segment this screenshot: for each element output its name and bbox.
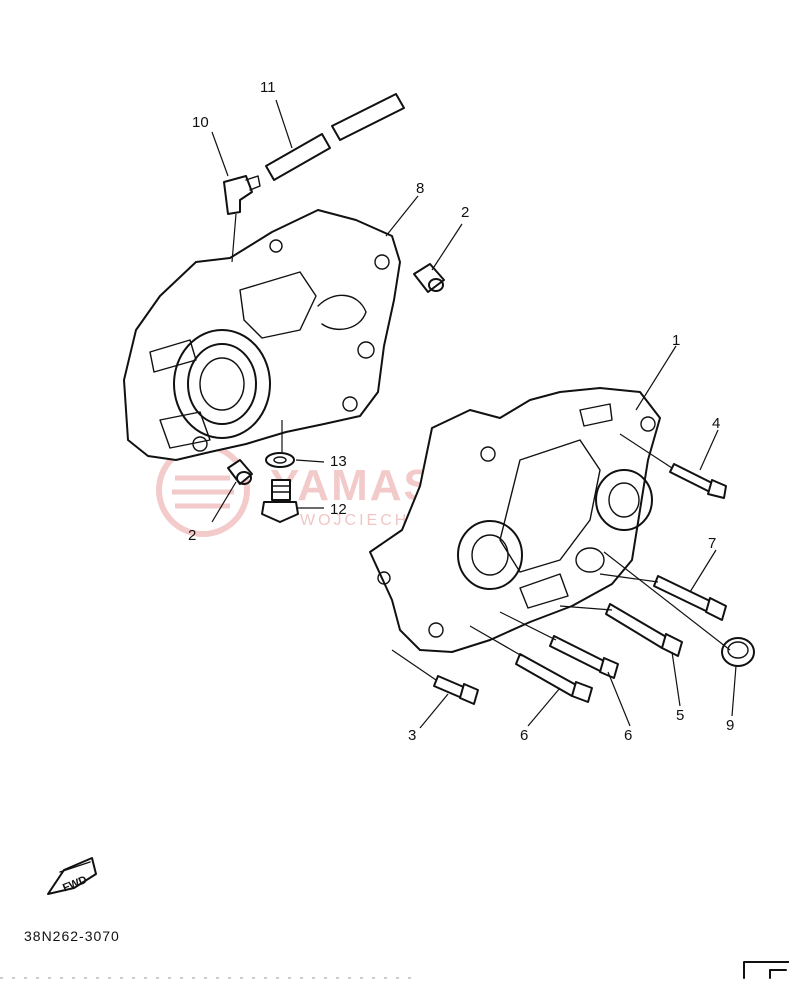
- callout-6-outer: 6: [520, 727, 528, 744]
- leader-lines: [211, 99, 737, 729]
- part-6-bolt-outer: [515, 653, 593, 703]
- callout-13: 13: [330, 453, 347, 470]
- part-6-bolt-inner: [549, 635, 619, 679]
- part-12-drain-bolt: [261, 479, 299, 523]
- part-1-crankcase-right: [369, 387, 661, 653]
- callout-2-lower: 2: [188, 527, 196, 544]
- fwd-arrow-icon: FWD: [47, 857, 97, 895]
- part-4-bolt: [669, 463, 727, 499]
- part-2-dowel-pin-upper: [413, 263, 445, 293]
- part-8-crankcase-left: [123, 209, 401, 461]
- callout-10: 10: [192, 114, 209, 131]
- part-5-bolt: [605, 603, 683, 657]
- part-13-washer: [265, 452, 295, 468]
- part-9-plug: [721, 637, 755, 667]
- callout-3: 3: [408, 727, 416, 744]
- part-11-hose: [265, 93, 405, 181]
- callout-2-upper: 2: [461, 204, 469, 221]
- part-10-breather-fitting: [223, 175, 261, 215]
- callout-11: 11: [260, 79, 276, 96]
- callout-1: 1: [672, 332, 680, 349]
- part-3-bolt: [433, 675, 479, 705]
- part-2-dowel-pin-lower: [227, 459, 253, 485]
- corner-mark-icon: [743, 961, 789, 979]
- fwd-label: FWD: [61, 874, 89, 895]
- watermark-logo-mark: [172, 475, 234, 509]
- callout-6-inner: 6: [624, 727, 632, 744]
- callout-8: 8: [416, 180, 424, 197]
- diagram-code: 38N262-3070: [24, 928, 120, 944]
- callout-12: 12: [330, 501, 347, 518]
- callout-5: 5: [676, 707, 684, 724]
- callout-9: 9: [726, 717, 734, 734]
- callout-7: 7: [708, 535, 716, 552]
- callout-4: 4: [712, 415, 720, 432]
- callouts: 1 2 2 3 4 5 6 6 7 8 9 10 11 12 13: [188, 79, 734, 744]
- part-7-bolt: [653, 575, 727, 621]
